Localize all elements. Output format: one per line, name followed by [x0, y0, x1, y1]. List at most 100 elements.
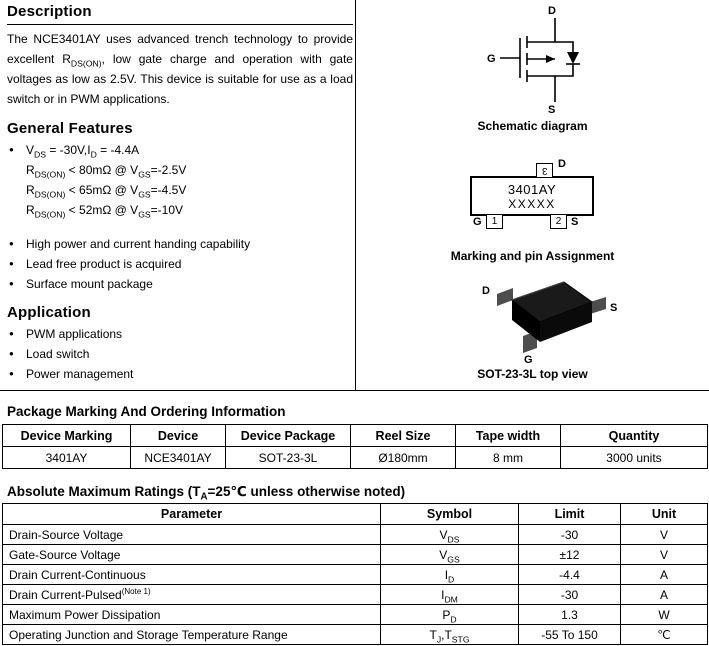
limit-cell: -30: [518, 524, 621, 545]
features-heading: General Features: [7, 120, 133, 137]
application-item: ● Power management: [7, 364, 353, 384]
limit-cell: 1.3: [518, 604, 621, 625]
table-row: Drain-Source Voltage VDS -30 V: [2, 524, 708, 545]
pin3-box: 3: [536, 163, 553, 178]
symbol-cell: TJ,TSTG: [380, 624, 519, 645]
feature-item-text: Surface mount package: [26, 277, 153, 291]
parameter-cell: Maximum Power Dissipation: [2, 604, 381, 625]
unit-cell: A: [620, 584, 708, 605]
ordering-header-cell: Quantity: [560, 424, 708, 447]
ordering-header-cell: Tape width: [455, 424, 561, 447]
feature-subitem: RDS(ON) < 52mΩ @ VGS=-10V: [7, 200, 353, 220]
symbol-cell: ID: [380, 564, 519, 585]
body-diode-icon: [567, 52, 579, 64]
left-column: Description The NCE3401AY uses advanced …: [7, 3, 353, 384]
application-heading: Application: [7, 304, 91, 321]
symbol-cell: VGS: [380, 544, 519, 565]
feature-subitem-text: RDS(ON) < 52mΩ @ VGS=-10V: [26, 203, 184, 220]
source-arrow-icon: [546, 55, 555, 63]
table-row: Drain Current-Pulsed(Note 1) IDM -30 A: [2, 584, 708, 605]
bullet-icon: ●: [9, 369, 14, 378]
bullet-icon: ●: [9, 145, 14, 154]
ratings-header-cell: Unit: [620, 503, 708, 525]
description-body: The NCE3401AY uses advanced trench techn…: [7, 32, 353, 106]
bullet-icon: ●: [9, 279, 14, 288]
parameter-cell: Gate-Source Voltage: [2, 544, 381, 565]
unit-cell: A: [620, 564, 708, 585]
ordering-header-cell: Device Marking: [2, 424, 131, 447]
table-row: 3401AY NCE3401AY SOT-23-3L Ø180mm 8 mm 3…: [2, 446, 708, 469]
table-row: Gate-Source Voltage VGS ±12 V: [2, 544, 708, 565]
pin3-number: 3: [541, 165, 548, 176]
gate-terminal-label: G: [487, 53, 496, 65]
application-item-label: Power management: [26, 367, 134, 381]
bullet-icon: ●: [9, 239, 14, 248]
source-label: S: [610, 302, 617, 314]
source-lead: [590, 297, 606, 314]
ordering-header-cell: Device Package: [225, 424, 351, 447]
application-item-label: Load switch: [26, 347, 90, 361]
application-list: ● PWM applications ● Load switch ● Power…: [7, 324, 353, 384]
ratings-heading: Absolute Maximum Ratings (TA=25℃ unless …: [7, 484, 406, 503]
limit-cell: -4.4: [518, 564, 621, 585]
limit-cell: -30: [518, 584, 621, 605]
feature-subitem-text: RDS(ON) < 80mΩ @ VGS=-2.5V: [26, 163, 187, 180]
marking-text-line2: XXXXX: [508, 196, 556, 211]
drain-pin-label: D: [558, 158, 566, 170]
drain-terminal-label: D: [548, 5, 556, 17]
table-row: Drain Current-Continuous ID -4.4 A: [2, 564, 708, 585]
feature-subitem: RDS(ON) < 80mΩ @ VGS=-2.5V: [7, 160, 353, 180]
unit-cell: V: [620, 524, 708, 545]
package-left-face: [512, 300, 540, 342]
symbol-cell: PD: [380, 604, 519, 625]
ratings-table: Parameter Symbol Limit Unit Drain-Source…: [2, 503, 708, 645]
ordering-header-cell: Reel Size: [350, 424, 456, 447]
pin2-box: 2: [550, 214, 567, 229]
ordering-header-row: Device Marking Device Device Package Ree…: [2, 424, 708, 447]
package-right-face: [540, 302, 592, 342]
ordering-cell: 8 mm: [455, 446, 561, 469]
feature-item-text: VDS = -30V,ID = -4.4A: [26, 143, 140, 160]
unit-cell: W: [620, 604, 708, 625]
application-item-label: PWM applications: [26, 327, 123, 341]
ordering-cell: SOT-23-3L: [225, 446, 351, 469]
topview-caption: SOT-23-3L top view: [477, 367, 588, 381]
unit-cell: ℃: [620, 624, 708, 645]
schematic-caption: Schematic diagram: [477, 119, 588, 133]
marking-body: 3401AY XXXXX: [470, 176, 594, 216]
parameter-cell: Drain-Source Voltage: [2, 524, 381, 545]
pin1-box: 1: [486, 214, 503, 229]
description-heading: Description: [7, 3, 353, 25]
ordering-cell: Ø180mm: [350, 446, 456, 469]
application-item: ● Load switch: [7, 344, 353, 364]
bullet-icon: ●: [9, 329, 14, 338]
feature-item: ● High power and current handing capabil…: [7, 234, 353, 254]
feature-item-text: Lead free product is acquired: [26, 257, 182, 271]
pin1-number: 1: [491, 216, 498, 227]
marking-text-line1: 3401AY: [507, 181, 557, 197]
ordering-cell: 3000 units: [560, 446, 708, 469]
drain-label: D: [482, 285, 490, 297]
bullet-icon: ●: [9, 259, 14, 268]
parameter-cell: Operating Junction and Storage Temperatu…: [2, 624, 381, 645]
column-divider: [355, 0, 356, 390]
source-pin-label: S: [571, 216, 579, 228]
gate-label: G: [524, 354, 533, 365]
ordering-cell: NCE3401AY: [130, 446, 226, 469]
limit-cell: ±12: [518, 544, 621, 565]
features-list: ● VDS = -30V,ID = -4.4A RDS(ON) < 80mΩ @…: [7, 140, 353, 294]
gate-pin-label: G: [473, 216, 482, 228]
table-row: Operating Junction and Storage Temperatu…: [2, 624, 708, 645]
package-marking-figure: D 3 3401AY XXXXX G 1 2 S: [455, 150, 655, 246]
feature-item: ● Lead free product is acquired: [7, 254, 353, 274]
pin2-number: 2: [555, 216, 562, 227]
source-terminal-label: S: [548, 104, 555, 116]
ratings-header-cell: Limit: [518, 503, 621, 525]
limit-cell: -55 To 150: [518, 624, 621, 645]
feature-subitem-text: RDS(ON) < 65mΩ @ VGS=-4.5V: [26, 183, 187, 200]
mosfet-schematic: D G S: [487, 5, 580, 116]
ratings-header-cell: Symbol: [380, 503, 519, 525]
top-section: Description The NCE3401AY uses advanced …: [0, 0, 709, 391]
ordering-header-cell: Device: [130, 424, 226, 447]
